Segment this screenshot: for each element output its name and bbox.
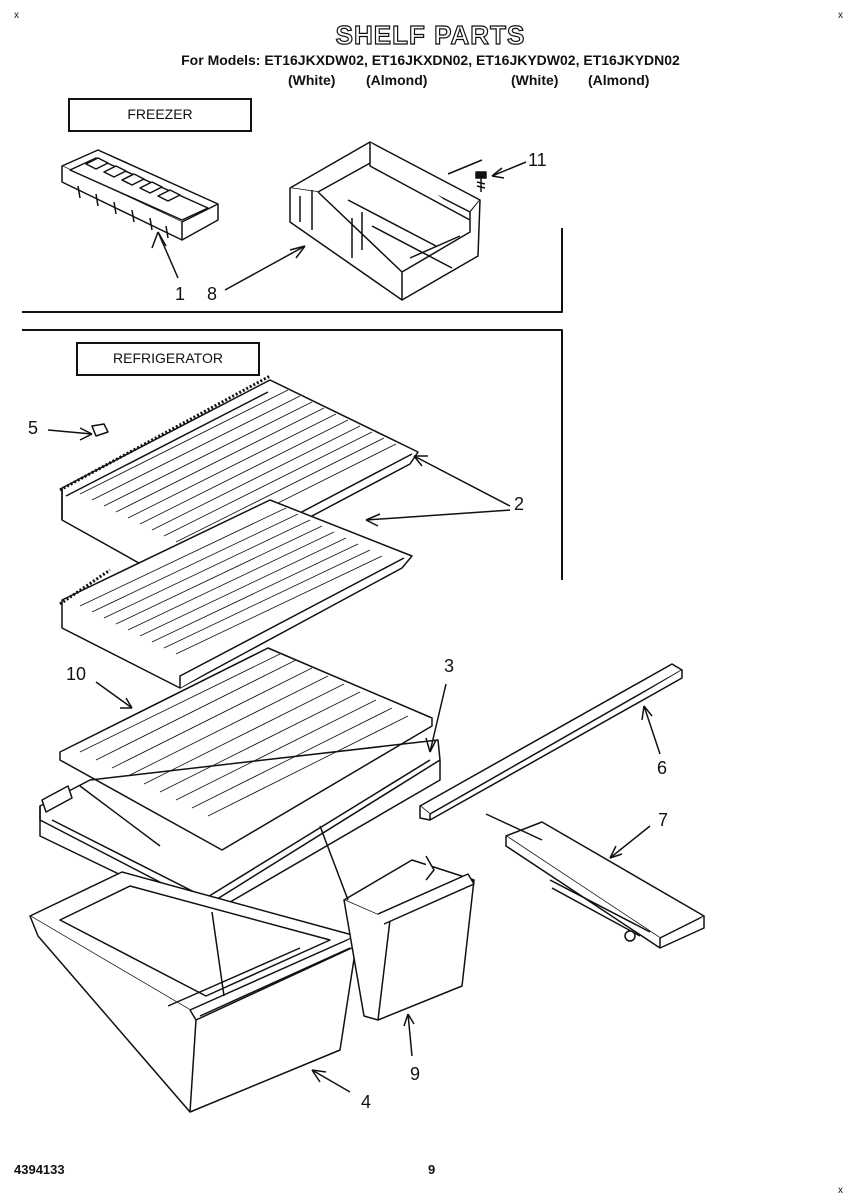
leader-10 (95, 681, 133, 709)
leader-11 (491, 161, 527, 177)
refrigerator-section-label: REFRIGERATOR (76, 342, 260, 376)
crisper-bin-left (29, 871, 357, 1113)
leader-9 (407, 1013, 413, 1057)
leader-2a (413, 455, 511, 507)
color-label-almond-2: (Almond) (588, 72, 650, 88)
callout-9: 9 (410, 1064, 421, 1084)
clip-part (91, 423, 109, 437)
callout-1: 1 (175, 284, 186, 304)
callout-5: 5 (28, 418, 39, 438)
callout-3: 3 (444, 656, 455, 676)
callout-11: 11 (528, 150, 547, 170)
color-label-almond-1: (Almond) (366, 72, 428, 88)
rail-part (419, 663, 683, 821)
corner-mark-top-right: x (838, 10, 843, 21)
crisper-glass-grid (79, 653, 409, 817)
ice-tray-part (61, 149, 219, 241)
callout-8: 8 (207, 284, 218, 304)
leader-8 (224, 245, 306, 291)
refrigerator-section-border (22, 329, 563, 580)
leader-5 (47, 429, 93, 435)
color-label-white-1: (White) (288, 72, 336, 88)
crisper-bin-right (343, 855, 475, 1021)
leader-4 (311, 1069, 351, 1093)
refrigerator-shelf-middle (61, 499, 413, 689)
leader-1 (157, 231, 179, 279)
callout-2: 2 (514, 494, 525, 514)
shelf-top-hatching (79, 389, 397, 549)
callout-10: 10 (66, 664, 87, 684)
models-line: For Models: ET16JKXDW02, ET16JKXDN02, ET… (181, 52, 680, 68)
page-number: 9 (428, 1162, 436, 1177)
shelf-middle-hatching (79, 507, 383, 655)
leader-7 (609, 825, 651, 859)
color-label-white-2: (White) (511, 72, 559, 88)
leader-2b (365, 509, 511, 521)
freezer-section-border (22, 228, 563, 313)
callout-4: 4 (361, 1092, 372, 1112)
bracket-part (505, 821, 705, 949)
corner-mark-bottom-right: x (838, 1185, 843, 1196)
callout-6: 6 (657, 758, 668, 778)
freezer-section-label: FREEZER (68, 98, 252, 132)
page-title: SHELF PARTS (335, 19, 526, 50)
freezer-shelf-part (289, 141, 481, 301)
screw-part (475, 171, 487, 192)
corner-mark-top-left: x (14, 10, 19, 21)
callout-7: 7 (658, 810, 669, 830)
leader-6 (643, 705, 661, 755)
document-number: 4394133 (14, 1162, 65, 1177)
leader-3 (429, 683, 447, 753)
